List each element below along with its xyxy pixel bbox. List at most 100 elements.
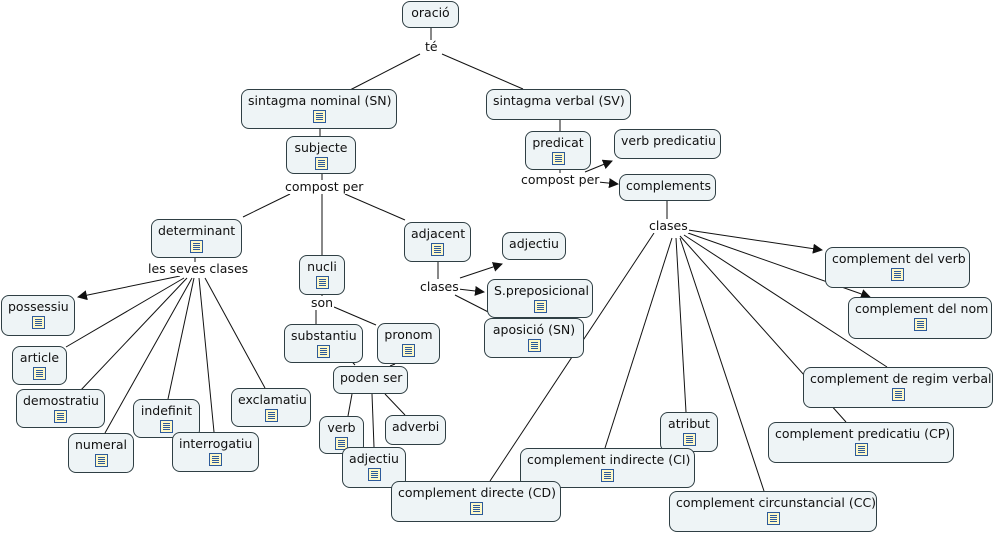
concept-label: interrogatiu	[179, 436, 253, 451]
resource-icon[interactable]	[317, 345, 330, 358]
resource-icon[interactable]	[891, 388, 905, 401]
resource-icon[interactable]	[402, 344, 415, 357]
concept-numeral[interactable]: numeral	[68, 433, 134, 473]
concept-label: pronom	[384, 327, 433, 342]
resource-icon[interactable]	[533, 300, 547, 313]
resource-icon[interactable]	[601, 469, 614, 482]
concept-label: sintagma verbal (SV)	[493, 93, 625, 108]
resource-icon[interactable]	[527, 339, 541, 352]
concept-label: predicat	[532, 135, 584, 150]
link-label-son: son	[310, 295, 335, 310]
concept-pronom[interactable]: pronom	[377, 323, 440, 364]
concept-label: complement del verb	[832, 251, 966, 266]
concept-label: demostratiu	[23, 393, 99, 408]
concept-adjectiu[interactable]: adjectiu	[342, 447, 406, 488]
concept-aposicio[interactable]: aposició (SN)	[484, 318, 584, 358]
link-label-clases-complements: clases	[648, 218, 689, 233]
concept-label: S.preposicional	[494, 283, 590, 298]
concept-complement-directe[interactable]: complement directe (CD)	[391, 481, 561, 522]
concept-exclamatiu[interactable]: exclamatiu	[231, 388, 311, 427]
link-label-te: té	[424, 39, 439, 54]
concept-label: sintagma nominal (SN)	[248, 93, 392, 108]
link-label-compost-per-predicat: compost per	[520, 172, 601, 187]
concept-complements[interactable]: complements	[619, 174, 716, 201]
resource-icon[interactable]	[854, 443, 868, 456]
concept-label: adjectiu	[349, 451, 399, 466]
concept-label: nucli	[307, 259, 337, 274]
concept-label: possessiu	[8, 299, 69, 314]
resource-icon[interactable]	[431, 243, 444, 256]
resource-icon[interactable]	[190, 240, 203, 253]
concept-label: exclamatiu	[238, 392, 307, 407]
concept-complement-del-nom[interactable]: complement del nom	[848, 297, 992, 339]
resource-icon[interactable]	[94, 454, 108, 467]
resource-icon[interactable]	[335, 437, 348, 450]
concept-label: adjacent	[411, 226, 466, 241]
concept-indefinit[interactable]: indefinit	[133, 399, 200, 438]
concept-substantiu[interactable]: substantiu	[284, 324, 363, 363]
concept-article[interactable]: article	[12, 346, 67, 385]
concept-label: poden ser	[340, 370, 403, 385]
concept-complement-regim-verbal[interactable]: complement de regim verbal	[803, 367, 993, 408]
link-label-les-seves-clases: les seves clases	[147, 261, 250, 276]
resource-icon[interactable]	[54, 410, 67, 423]
concept-complement-del-verb[interactable]: complement del verb	[825, 247, 970, 288]
resource-icon[interactable]	[264, 409, 278, 422]
concept-sintagma-verbal[interactable]: sintagma verbal (SV)	[486, 89, 631, 120]
concept-s-preposicional[interactable]: S.preposicional	[487, 279, 593, 318]
resource-icon[interactable]	[682, 433, 696, 446]
resource-icon[interactable]	[314, 157, 328, 170]
link-label-clases-adjacent: clases	[419, 279, 460, 294]
resource-icon[interactable]	[469, 502, 483, 515]
concept-predicat[interactable]: predicat	[525, 131, 591, 170]
resource-icon[interactable]	[160, 420, 173, 433]
concept-subjecte[interactable]: subjecte	[286, 136, 356, 174]
resource-icon[interactable]	[209, 453, 222, 466]
concept-complement-predicatiu[interactable]: complement predicatiu (CP)	[768, 422, 954, 463]
resource-icon[interactable]	[312, 110, 326, 123]
resource-icon[interactable]	[766, 512, 780, 525]
concept-adverbi[interactable]: adverbi	[385, 415, 446, 445]
concept-interrogatiu[interactable]: interrogatiu	[172, 432, 259, 472]
concept-atribut[interactable]: atribut	[660, 412, 718, 452]
resource-icon[interactable]	[891, 268, 904, 281]
concept-label: adjectiu	[509, 236, 559, 251]
concept-possessiu[interactable]: possessiu	[1, 295, 75, 336]
concept-label: verb	[327, 420, 356, 435]
concept-label: determinant	[158, 223, 236, 238]
resource-icon[interactable]	[315, 276, 329, 289]
concept-adjacent[interactable]: adjacent	[404, 222, 471, 262]
concept-label: subjecte	[294, 140, 348, 155]
concept-label: complement de regim verbal	[810, 371, 992, 386]
concept-label: numeral	[75, 437, 127, 452]
concept-label: complement predicatiu (CP)	[775, 426, 951, 441]
concept-verb[interactable]: verb	[319, 416, 364, 454]
concept-verb-predicatiu[interactable]: verb predicatiu	[614, 129, 721, 159]
concept-label: atribut	[668, 416, 710, 431]
concept-demostratiu[interactable]: demostratiu	[16, 389, 105, 428]
concept-determinant[interactable]: determinant	[151, 219, 242, 258]
concept-label: complement indirecte (CI)	[527, 452, 691, 467]
concept-label: indefinit	[140, 403, 193, 418]
concept-label: substantiu	[291, 328, 357, 343]
resource-icon[interactable]	[551, 152, 565, 165]
concept-nucli[interactable]: nucli	[299, 255, 345, 295]
resource-icon[interactable]	[367, 468, 381, 481]
resource-icon[interactable]	[31, 316, 45, 329]
concept-complement-circumstancial[interactable]: complement circunstancial (CC)	[669, 491, 877, 532]
resource-icon[interactable]	[33, 367, 46, 380]
concept-label: complement circunstancial (CC)	[676, 495, 877, 510]
link-label-compost-per-subjecte: compost per	[284, 179, 365, 194]
concept-sintagma-nominal[interactable]: sintagma nominal (SN)	[241, 89, 397, 129]
concept-label: aposició (SN)	[492, 322, 576, 337]
concept-oracio[interactable]: oració	[402, 1, 459, 28]
concept-poden-ser[interactable]: poden ser	[333, 366, 408, 394]
concept-label: adverbi	[392, 419, 440, 434]
concept-label: complement directe (CD)	[398, 485, 556, 500]
concept-label: oració	[411, 5, 450, 20]
concept-adjectiu-adjacent[interactable]: adjectiu	[502, 232, 566, 260]
concept-label: complement del nom	[855, 301, 989, 316]
resource-icon[interactable]	[913, 318, 927, 331]
